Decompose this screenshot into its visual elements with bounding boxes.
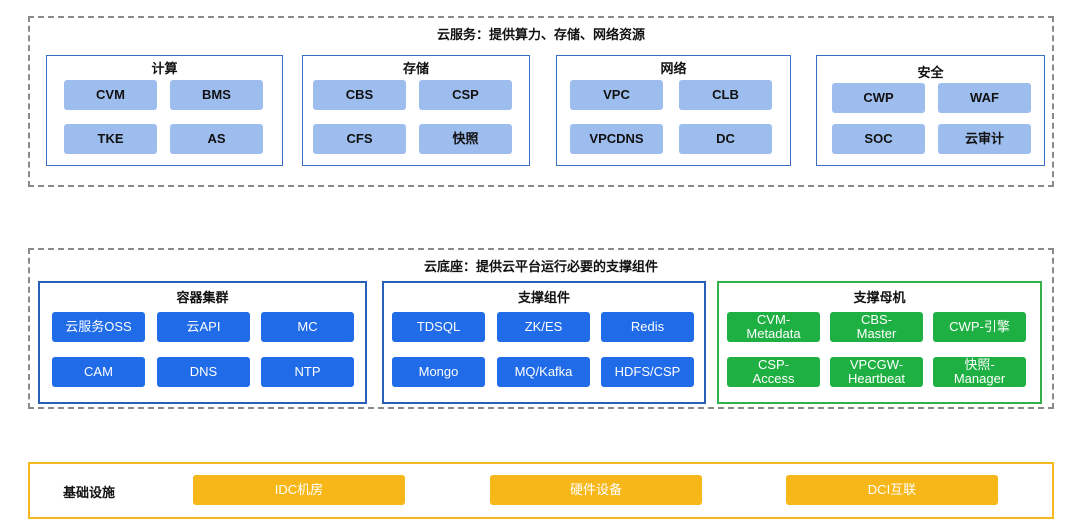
- chip-dci-interconnect[interactable]: DCI互联: [786, 475, 998, 505]
- infrastructure-label: 基础设施: [63, 485, 116, 500]
- chip-dns[interactable]: DNS: [157, 357, 250, 387]
- chip-redis[interactable]: Redis: [601, 312, 694, 342]
- support-host-title: 支撑母机: [853, 290, 906, 305]
- container-cluster-title: 容器集群: [176, 290, 229, 305]
- chip-tke[interactable]: TKE: [64, 124, 157, 154]
- chip-cvm-metadata[interactable]: CVM-Metadata: [727, 312, 820, 342]
- chip-cvm[interactable]: CVM: [64, 80, 157, 110]
- chip-tdsql[interactable]: TDSQL: [392, 312, 485, 342]
- chip-mongo[interactable]: Mongo: [392, 357, 485, 387]
- cloud-services-section: [28, 16, 1054, 187]
- chip-vpcdns[interactable]: VPCDNS: [570, 124, 663, 154]
- chip-mc[interactable]: MC: [261, 312, 354, 342]
- chip-csp[interactable]: CSP: [419, 80, 512, 110]
- chip-cloud-api[interactable]: 云API: [157, 312, 250, 342]
- cloud-base-section: [28, 248, 1054, 409]
- chip-cbs[interactable]: CBS: [313, 80, 406, 110]
- chip-zk-es[interactable]: ZK/ES: [497, 312, 590, 342]
- infrastructure-section: [28, 462, 1054, 519]
- chip-csp-access[interactable]: CSP-Access: [727, 357, 820, 387]
- chip-clb[interactable]: CLB: [679, 80, 772, 110]
- chip-cbs-master[interactable]: CBS-Master: [830, 312, 923, 342]
- chip-cwp[interactable]: CWP: [832, 83, 925, 113]
- chip-bms[interactable]: BMS: [170, 80, 263, 110]
- chip-cloud-audit[interactable]: 云审计: [938, 124, 1031, 154]
- cloud-base-title: 云底座：提供云平台运行必要的支撑组件: [423, 259, 658, 274]
- chip-ntp[interactable]: NTP: [261, 357, 354, 387]
- chip-vpcgw-heartbeat[interactable]: VPCGW-Heartbeat: [830, 357, 923, 387]
- chip-mq-kafka[interactable]: MQ/Kafka: [497, 357, 590, 387]
- chip-waf[interactable]: WAF: [938, 83, 1031, 113]
- chip-cam[interactable]: CAM: [52, 357, 145, 387]
- compute-group-title: 计算: [151, 61, 178, 76]
- security-group-title: 安全: [917, 65, 944, 80]
- chip-cloud-service-oss[interactable]: 云服务OSS: [52, 312, 145, 342]
- support-components-title: 支撑组件: [517, 290, 570, 305]
- chip-as[interactable]: AS: [170, 124, 263, 154]
- cloud-services-title: 云服务：提供算力、存储、网络资源: [436, 27, 645, 42]
- chip-idc-room[interactable]: IDC机房: [193, 475, 405, 505]
- chip-hdfs-csp[interactable]: HDFS/CSP: [601, 357, 694, 387]
- chip-snapshot[interactable]: 快照: [419, 124, 512, 154]
- chip-hardware[interactable]: 硬件设备: [490, 475, 702, 505]
- chip-cwp-engine[interactable]: CWP-引擎: [933, 312, 1026, 342]
- chip-cfs[interactable]: CFS: [313, 124, 406, 154]
- chip-vpc[interactable]: VPC: [570, 80, 663, 110]
- chip-soc[interactable]: SOC: [832, 124, 925, 154]
- network-group-title: 网络: [660, 61, 687, 76]
- storage-group-title: 存储: [402, 61, 429, 76]
- chip-dc[interactable]: DC: [679, 124, 772, 154]
- chip-snapshot-manager[interactable]: 快照-Manager: [933, 357, 1026, 387]
